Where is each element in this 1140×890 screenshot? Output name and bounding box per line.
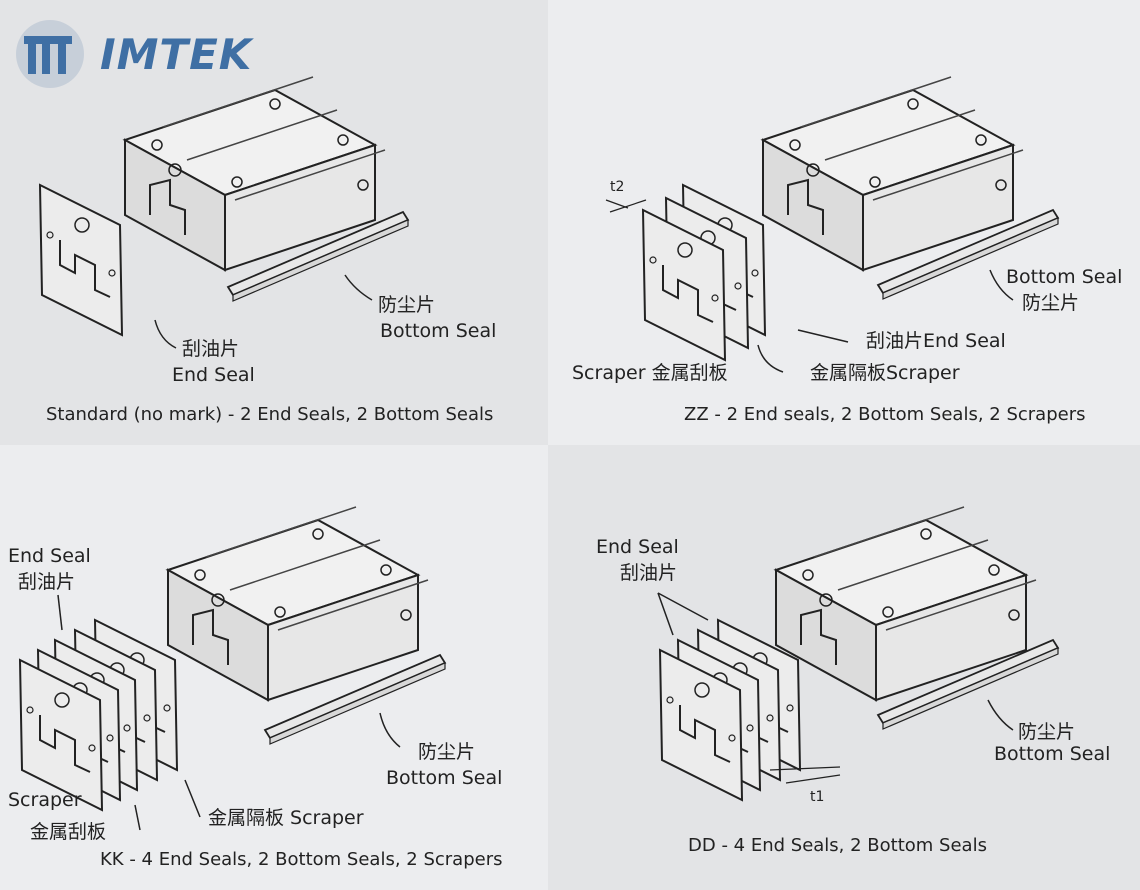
zz-diagram bbox=[605, 76, 1059, 373]
end-seal-en-label: End Seal bbox=[172, 364, 255, 386]
brand-name: IMTEK bbox=[100, 29, 253, 79]
bottom-seal-en-label: Bottom Seal bbox=[1006, 266, 1123, 288]
end-seal-plate-icon bbox=[39, 184, 123, 336]
scraper-left-label: Scraper 金属刮板 bbox=[572, 362, 728, 384]
dd-caption: DD - 4 End Seals, 2 Bottom Seals bbox=[688, 835, 987, 856]
kk-diagram bbox=[19, 506, 446, 831]
imtek-logo-icon bbox=[16, 20, 84, 88]
end-seal-cn-label: 刮油片 bbox=[182, 338, 240, 360]
dd-diagram bbox=[657, 506, 1059, 801]
standard-diagram bbox=[39, 76, 409, 349]
guide-block-icon bbox=[167, 506, 429, 701]
scraper-en-label: Scraper bbox=[8, 789, 82, 811]
panel-dd: End Seal 刮油片 t1 防尘片 Bottom Seal DD - 4 E… bbox=[548, 445, 1140, 890]
imtek-logo: IMTEK bbox=[14, 18, 252, 90]
t1-label: t1 bbox=[810, 789, 825, 805]
panel-standard: IMTEK 防尘片 Bottom Seal 刮油片 End Seal Stand… bbox=[0, 0, 548, 445]
bottom-seal-cn-label: 防尘片 bbox=[418, 741, 476, 763]
bottom-seal-cn-label: 防尘片 bbox=[1018, 721, 1076, 743]
end-seal-label: 刮油片End Seal bbox=[866, 330, 1006, 352]
end-seal-cn-label: 刮油片 bbox=[18, 571, 76, 593]
panel-zz: t2 Bottom Seal 防尘片 刮油片End Seal Scraper 金… bbox=[548, 0, 1140, 445]
bottom-seal-en-label: Bottom Seal bbox=[994, 743, 1111, 765]
standard-caption: Standard (no mark) - 2 End Seals, 2 Bott… bbox=[46, 404, 494, 425]
bottom-seal-cn-label: 防尘片 bbox=[378, 294, 436, 316]
bottom-seal-en-label: Bottom Seal bbox=[380, 320, 497, 342]
kk-caption: KK - 4 End Seals, 2 Bottom Seals, 2 Scra… bbox=[100, 849, 503, 870]
bottom-seal-cn-label: 防尘片 bbox=[1022, 292, 1080, 314]
bottom-seal-en-label: Bottom Seal bbox=[386, 767, 503, 789]
t2-label: t2 bbox=[610, 179, 625, 195]
end-seal-en-label: End Seal bbox=[8, 545, 91, 567]
scraper-right-label: 金属隔板Scraper bbox=[810, 362, 960, 384]
scraper-cn-label: 金属刮板 bbox=[30, 821, 107, 843]
end-seal-en-label: End Seal bbox=[596, 536, 679, 558]
panel-kk: End Seal 刮油片 Scraper 金属刮板 金属隔板 Scraper 防… bbox=[0, 445, 548, 890]
spacer-label: 金属隔板 Scraper bbox=[208, 807, 364, 829]
end-seal-cn-label: 刮油片 bbox=[620, 562, 678, 584]
zz-caption: ZZ - 2 End seals, 2 Bottom Seals, 2 Scra… bbox=[684, 404, 1086, 425]
